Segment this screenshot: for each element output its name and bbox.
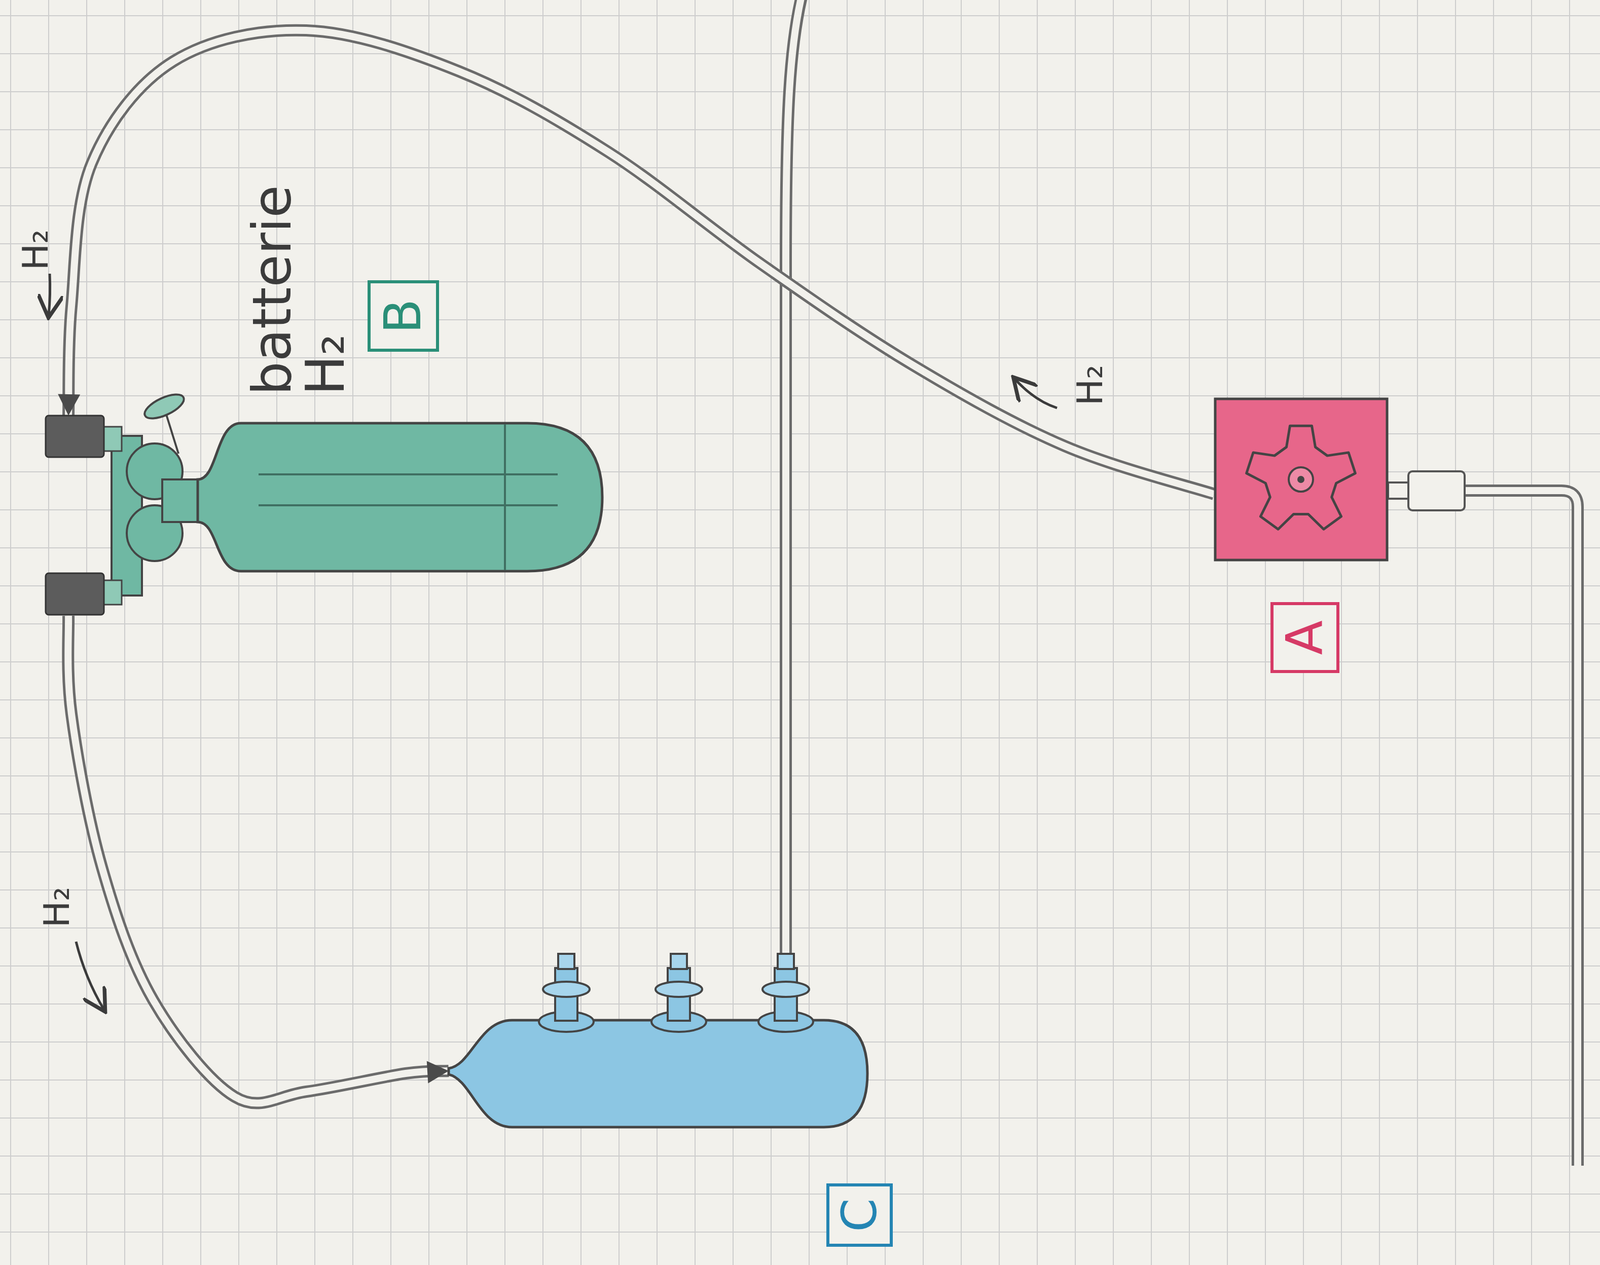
cylinder-stripe bbox=[258, 504, 558, 507]
gear-hub bbox=[1288, 467, 1314, 492]
pencil-note: batterie H₂ bbox=[245, 182, 353, 396]
pipe-wall bbox=[1464, 490, 1578, 1167]
letter-frame: A bbox=[1270, 602, 1340, 674]
arrow-head bbox=[426, 1061, 449, 1084]
gas-cylinder: batterie H₂B bbox=[45, 415, 604, 616]
gear-axle bbox=[1297, 476, 1305, 484]
flow-label: H₂ bbox=[39, 887, 75, 929]
port-flange bbox=[542, 982, 590, 998]
gas-cylinder bbox=[197, 423, 603, 572]
pipe-fitting bbox=[45, 415, 104, 458]
pipe-fitting bbox=[45, 573, 104, 615]
manifold-tank bbox=[448, 1020, 868, 1128]
manifold-tank bbox=[448, 948, 868, 1128]
pipe-wall bbox=[67, 615, 449, 1104]
valve-wheel bbox=[141, 389, 188, 424]
pipe-fitting bbox=[1408, 471, 1465, 511]
manifold-tank: C bbox=[448, 948, 868, 1128]
gas-cylinder bbox=[45, 415, 604, 616]
flow-label: H₂ bbox=[17, 229, 54, 271]
pipe-bore bbox=[1464, 490, 1578, 1168]
label-holder: H₂ bbox=[36, 889, 78, 926]
part-letter: B bbox=[377, 298, 429, 334]
label-holder: H₂ bbox=[15, 232, 57, 268]
cylinder-stripe bbox=[258, 473, 558, 476]
gear-symbol bbox=[1246, 425, 1356, 530]
label-holder: H₂ bbox=[1069, 367, 1111, 404]
pipe-bore bbox=[785, 0, 803, 956]
flow-arrow bbox=[1014, 379, 1058, 409]
letter-frame: C bbox=[826, 1183, 893, 1248]
pipe-bore bbox=[67, 615, 449, 1104]
port-flange bbox=[762, 982, 810, 998]
port-cap bbox=[558, 954, 575, 970]
port-pipe bbox=[785, 0, 803, 956]
part-letter: C bbox=[835, 1198, 884, 1232]
flow-arrow bbox=[76, 941, 104, 1010]
flow-label: H₂ bbox=[1072, 365, 1108, 407]
port-flange bbox=[655, 982, 703, 998]
cylinder-band bbox=[503, 424, 506, 571]
pump-box bbox=[1215, 398, 1388, 561]
letter-frame: B bbox=[367, 280, 440, 352]
pump-box: A bbox=[1214, 397, 1389, 562]
part-letter: A bbox=[1279, 620, 1331, 656]
arrow-head bbox=[57, 393, 81, 416]
pump-box bbox=[1214, 397, 1389, 562]
port-cap bbox=[670, 954, 687, 970]
gas-pipe bbox=[57, 30, 1215, 495]
flow-arrow bbox=[48, 273, 51, 316]
gas-pipe bbox=[67, 615, 449, 1104]
port-cap bbox=[777, 954, 794, 970]
outlet-pipe bbox=[1464, 490, 1578, 1168]
pipe-stub bbox=[1388, 482, 1410, 499]
